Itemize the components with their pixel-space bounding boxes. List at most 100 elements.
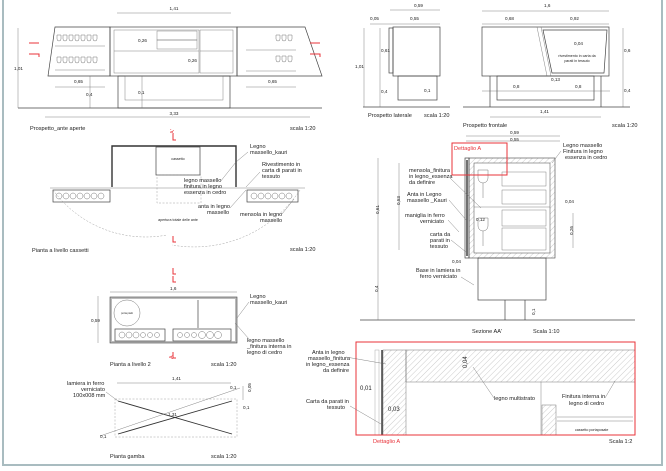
view-scale: scala 1:20 <box>424 113 450 119</box>
label-lamiera: 100x008 mm <box>73 393 106 399</box>
label-cassetto: cassetto portaposate <box>575 428 608 432</box>
dim-a: 0,01 <box>360 386 372 392</box>
dim-height: 1,01 <box>355 64 364 69</box>
prospetto-frontale: 1,6 0,68 0,92 0,04 0,6 0,4 0,8 0,13 0,8 … <box>463 3 638 129</box>
label-mensola: massello <box>260 218 282 224</box>
label-lamiera: lamiera in ferro <box>67 381 104 387</box>
view-scale: scala 1:20 <box>211 362 237 368</box>
dim-base: 0,4 <box>86 92 93 97</box>
note-line: rivestimento in carta da <box>558 54 595 58</box>
dim-inset: 0,04 <box>574 41 583 46</box>
label-mensola: mensola in legno <box>240 212 282 218</box>
note-line: parati in tessuto <box>564 59 589 63</box>
dim-base: 1,41 <box>540 109 549 114</box>
dim-upper: 0,6 <box>624 48 631 53</box>
pianta-livello-cassetti: cassetto apertura totale delle ante Legn… <box>32 134 316 275</box>
dim-upper: 0,61 <box>381 48 390 53</box>
fabric-panel <box>542 29 608 74</box>
dim-left: 0,68 <box>505 16 514 21</box>
label-carta: carta da <box>430 232 451 238</box>
base-frame <box>117 75 231 109</box>
dim-right: 0,65 <box>268 79 277 84</box>
view-title: Sezione AA' <box>472 329 502 335</box>
view-title: Pianta gamba <box>110 454 145 460</box>
view-scale: Scala 1:10 <box>533 329 559 335</box>
glass-circles <box>55 192 293 200</box>
drawer-label: cassetto <box>171 157 184 161</box>
label-base: Base in lamiera in <box>416 268 460 274</box>
dim-body: 0,55 <box>510 137 519 142</box>
dim-top: 0,04 <box>463 356 469 368</box>
detail-title: Dettaglio A <box>373 439 400 445</box>
dim-width: 1,41 <box>172 376 181 381</box>
view-scale: scala 1:20 <box>612 123 638 129</box>
dim-side: 0,04 <box>565 199 574 204</box>
view-scale: scala 1:20 <box>211 454 237 460</box>
label-mensola: mensola_finitura <box>409 168 451 174</box>
label-finitura: Finitura interna in <box>562 394 605 400</box>
section-mark-label: A' <box>170 129 176 134</box>
label-rivestimento: tessuto <box>262 174 280 180</box>
dim-height: 1,01 <box>14 66 23 71</box>
wine-glass-icons <box>477 169 489 246</box>
label-multistrato: legno multistrato <box>494 396 535 402</box>
sezione-aa: Dettaglio A 0,59 0,55 0,61 0,53 0,4 0,12… <box>360 130 635 335</box>
prospetto-ante-aperte: 1,41 1,01 0,26 0,26 0,1 0,65 0,65 0,4 3,… <box>14 6 323 134</box>
dim-t4: 0,05 <box>247 383 252 392</box>
dim-shelf2: 0,26 <box>188 58 197 63</box>
label-cedro: _finitura interna in <box>246 344 291 350</box>
dim-lower: 0,4 <box>381 89 388 94</box>
dim-shelf1: 0,26 <box>138 38 147 43</box>
label-rivestimento: carta di parati in <box>262 168 302 174</box>
wine-glass-icons <box>56 34 293 64</box>
dim-door: 0,04 <box>452 259 461 264</box>
label-base: ferro verniciato <box>420 274 457 280</box>
dim-inner: 0,53 <box>396 196 401 205</box>
dim-leg: 0,1 <box>138 90 145 95</box>
dim-upper: 0,61 <box>375 205 380 214</box>
dim-leg-left: 0,8 <box>513 84 520 89</box>
detail-a-label: Dettaglio A <box>454 146 481 152</box>
label-mensola: da definire <box>409 180 435 186</box>
detail-frame <box>355 341 636 436</box>
label-carta: parati in <box>430 238 450 244</box>
label-kauri: massello_kauri <box>250 150 287 156</box>
label-anta: massello <box>207 210 229 216</box>
detail-a-marker <box>451 142 508 176</box>
dim-total: 3,33 <box>170 111 179 116</box>
detail-scale: Scala 1:2 <box>609 439 632 445</box>
label-carta: tessuto <box>327 405 345 411</box>
dim-t3: 0,1 <box>243 405 250 410</box>
label-carta: tessuto <box>430 244 448 250</box>
label-top: Legno massello <box>563 143 602 149</box>
view-scale: scala 1:20 <box>290 247 316 253</box>
dim-shelf: 0,12 <box>476 217 485 222</box>
label-anta: massello_finitura <box>308 356 351 362</box>
label-anta: anta in legno <box>198 204 230 210</box>
dim-t1: 0,1 <box>230 385 237 390</box>
dim-depth: 0,59 <box>91 318 100 323</box>
right-door-panel <box>236 26 323 77</box>
dim-lower: 0,4 <box>374 285 379 292</box>
label-kauri: Legno <box>250 144 266 150</box>
dim-b: 0,03 <box>388 407 400 413</box>
opening-label: apertura totale delle ante <box>158 218 198 222</box>
label-rivestimento: Rivestimento in <box>262 162 300 168</box>
dim-diagonal: 1,31 <box>168 412 177 417</box>
dim-lower: 0,4 <box>624 88 631 93</box>
view-title: Prospetto_ante aperte <box>30 126 85 132</box>
label-carta: Carta da parati in <box>306 399 349 405</box>
label-kauri: Legno <box>250 294 266 300</box>
dim-drawer: 0,26 <box>569 226 574 235</box>
label-anta: in legno_essenza <box>306 362 350 368</box>
view-title: Pianta a livello 2 <box>110 362 151 368</box>
label-cedro: essenza in cedro <box>184 190 226 196</box>
pianta-gamba: 1,41 1,31 0,1 0,1 0,1 0,05 lamiera in fe… <box>67 376 252 460</box>
label-anta: Anta in Legno <box>407 192 442 198</box>
label-lamiera: verniciato <box>81 387 105 393</box>
label-maniglia: maniglia in ferro <box>405 213 445 219</box>
dim-leg-right: 0,8 <box>575 84 582 89</box>
section-marks <box>29 42 321 57</box>
